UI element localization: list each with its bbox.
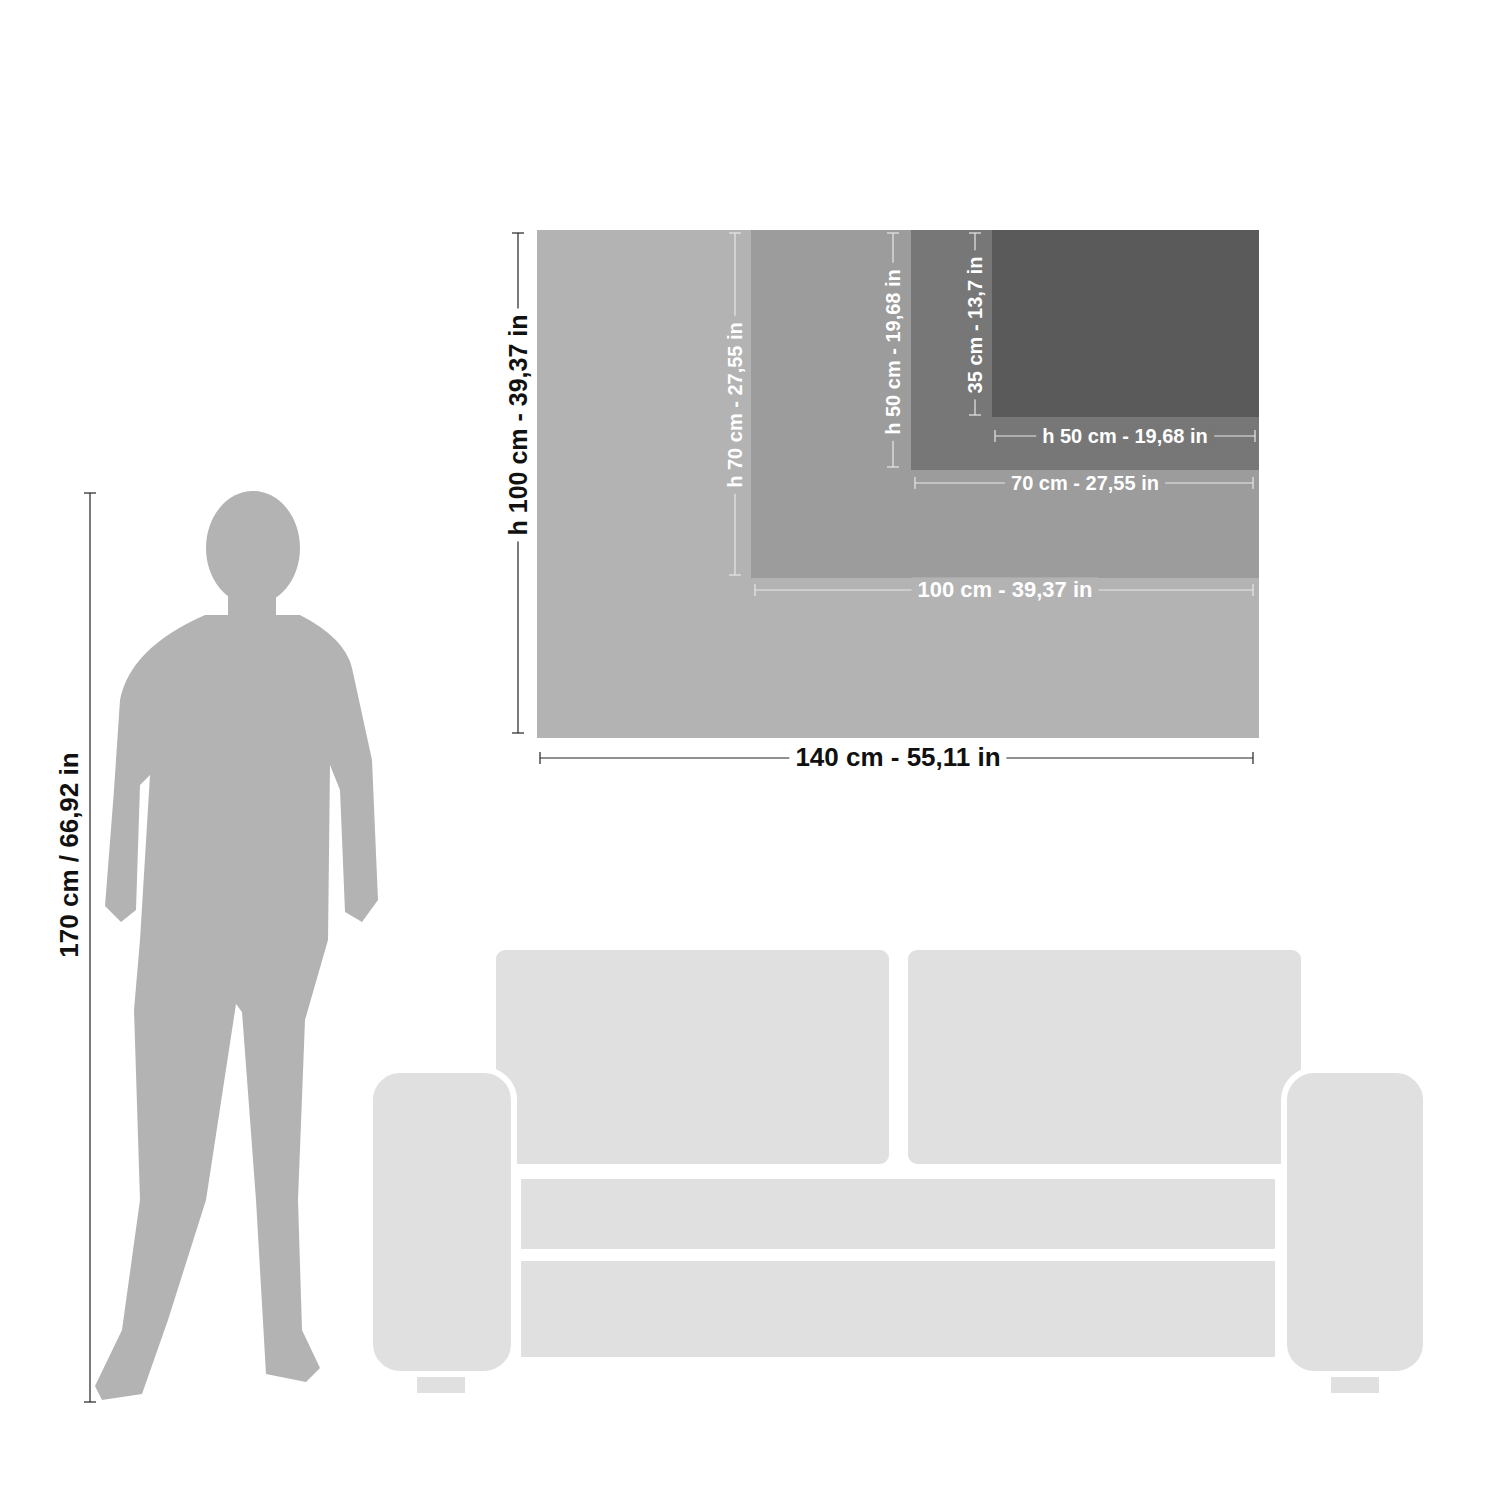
width-dimension: 100 cm - 39,37 in <box>912 577 1099 602</box>
height-dimension: h 100 cm - 39,37 in <box>504 309 533 542</box>
sofa <box>370 947 1426 1396</box>
size-100x70 <box>751 230 1259 578</box>
width-dimension: 140 cm - 55,11 in <box>789 743 1006 773</box>
height-dimension: h 70 cm - 27,55 in <box>724 316 747 494</box>
inner-dimension-lines <box>729 233 1255 596</box>
person-silhouette <box>95 491 378 1400</box>
height-dimension: h 50 cm - 19,68 in <box>882 263 905 441</box>
size-70x50 <box>911 230 1259 470</box>
width-dimension: h 50 cm - 19,68 in <box>1036 425 1214 448</box>
width-dimension: 70 cm - 27,55 in <box>1005 472 1165 495</box>
size-50x35 <box>992 230 1259 417</box>
person-height: 170 cm / 66,92 in <box>55 746 85 963</box>
height-dimension: 35 cm - 13,7 in <box>964 251 987 400</box>
size-140x100 <box>537 230 1259 738</box>
